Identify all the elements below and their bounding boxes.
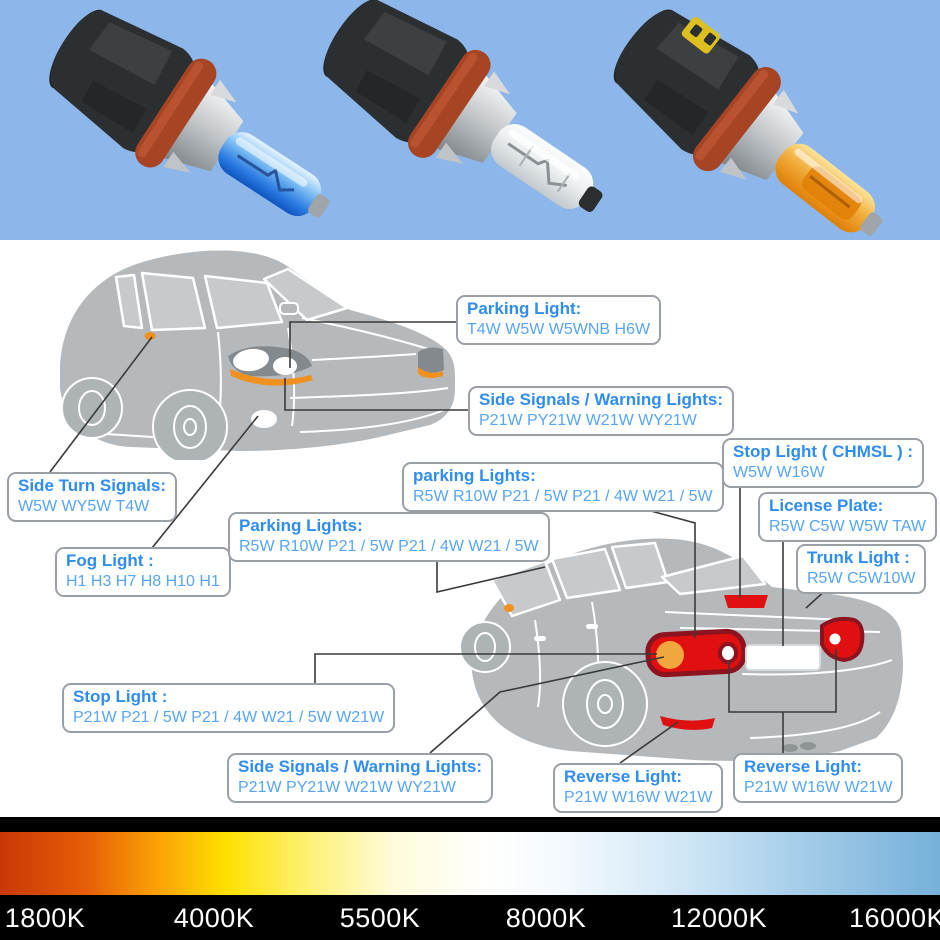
exhaust-pipe bbox=[782, 744, 798, 752]
temp-label-16000k: 16000K bbox=[848, 903, 940, 933]
callout-value: R5W R10W P21 / 5W P21 / 4W W21 / 5W bbox=[413, 487, 713, 505]
temperature-gradient-bar bbox=[0, 832, 940, 895]
bumper-reflector bbox=[660, 716, 715, 730]
far-headlight-cluster bbox=[418, 347, 444, 379]
car-front-view-illustration bbox=[60, 250, 455, 460]
callout-value: W5W W16W bbox=[733, 463, 825, 481]
callout-value: T4W W5W W5WNB H6W bbox=[467, 320, 651, 338]
callout-value: P21W PY21W W21W WY21W bbox=[238, 778, 456, 796]
front-side-marker bbox=[144, 332, 156, 340]
callout-title: Trunk Light : bbox=[807, 548, 910, 567]
reverse-bulb-right bbox=[829, 633, 841, 645]
headlight-cluster bbox=[228, 346, 313, 386]
callout-value: P21W W16W W21W bbox=[564, 788, 713, 806]
callout-side-signals-rear: Side Signals / Warning Lights: P21W PY21… bbox=[227, 753, 493, 804]
callout-title: Parking Light: bbox=[467, 299, 582, 318]
bulbs-hero-banner bbox=[0, 0, 940, 240]
callout-title: parking Lights: bbox=[413, 466, 536, 485]
callout-title: Reverse Light: bbox=[564, 767, 683, 786]
side-mirror bbox=[279, 302, 299, 315]
callout-title: Stop Light : bbox=[73, 687, 168, 706]
front-turn-signal-strip bbox=[230, 369, 313, 386]
callout-license-plate: License Plate: R5W C5W W5W TAW bbox=[758, 492, 938, 543]
color-temperature-scale: 1800K 4000K 5500K 8000K 12000K 16000K bbox=[0, 817, 940, 940]
front-wheels bbox=[61, 377, 228, 460]
door-handle bbox=[534, 636, 546, 641]
callout-trunk-light: Trunk Light : R5W C5W10W bbox=[796, 544, 927, 595]
callout-title: Reverse Light: bbox=[744, 757, 863, 776]
temp-label-1800k: 1800K bbox=[4, 903, 86, 933]
callout-title: Stop Light ( CHMSL ) : bbox=[733, 442, 914, 461]
amber-halogen-bulb-icon bbox=[613, 9, 883, 236]
car-lights-diagram: Parking Light: T4W W5W W5WNB H6W Side Si… bbox=[0, 240, 940, 817]
callout-title: Fog Light : bbox=[66, 551, 154, 570]
callout-reverse-light-right: Reverse Light: P21W W16W W21W bbox=[733, 753, 904, 804]
callout-stop-light-chmsl: Stop Light ( CHMSL ) : W5W W16W bbox=[722, 438, 925, 489]
left-tail-light bbox=[645, 628, 747, 678]
callout-fog-light: Fog Light : H1 H3 H7 H8 H10 H1 bbox=[55, 547, 231, 598]
callout-leader-lines bbox=[49, 321, 837, 764]
callout-side-turn-signals: Side Turn Signals: W5W WY5W T4W bbox=[7, 472, 177, 523]
rear-wheels bbox=[459, 621, 648, 747]
halogen-bulbs-illustration bbox=[49, 0, 883, 236]
temp-label-12000k: 12000K bbox=[670, 903, 768, 933]
fog-light-lamp bbox=[251, 410, 277, 428]
callout-parking-lights-lower: Parking Lights: R5W R10W P21 / 5W P21 / … bbox=[228, 512, 550, 563]
callout-stop-light-rear: Stop Light : P21W P21 / 5W P21 / 4W W21 … bbox=[62, 683, 396, 734]
callout-title: Parking Lights: bbox=[239, 516, 363, 535]
callout-value: P21W P21 / 5W P21 / 4W W21 / 5W W21W bbox=[73, 708, 385, 726]
callout-value: R5W R10W P21 / 5W P21 / 4W W21 / 5W bbox=[239, 537, 539, 555]
callout-value: R5W C5W W5W TAW bbox=[769, 517, 927, 535]
chmsl-stop-light bbox=[724, 595, 768, 608]
temp-label-4000k: 4000K bbox=[173, 903, 255, 933]
callout-value: P21W PY21W W21W WY21W bbox=[479, 411, 697, 429]
callout-value: W5W WY5W T4W bbox=[18, 497, 150, 515]
callout-side-signals-front: Side Signals / Warning Lights: P21W PY21… bbox=[468, 386, 734, 437]
rear-side-marker bbox=[504, 604, 514, 612]
reverse-bulb-left bbox=[718, 642, 738, 664]
callout-title: Side Signals / Warning Lights: bbox=[479, 390, 723, 409]
door-handle bbox=[586, 624, 598, 629]
blue-halogen-bulb-icon bbox=[49, 9, 330, 218]
callout-parking-light-front: Parking Light: T4W W5W W5WNB H6W bbox=[456, 295, 662, 346]
callout-title: License Plate: bbox=[769, 496, 884, 515]
temp-label-5500k: 5500K bbox=[339, 903, 421, 933]
clear-halogen-bulb-icon bbox=[323, 0, 603, 212]
callout-reverse-light-center: Reverse Light: P21W W16W W21W bbox=[553, 763, 724, 814]
temp-label-8000k: 8000K bbox=[505, 903, 587, 933]
callout-value: P21W W16W W21W bbox=[744, 778, 893, 796]
callout-title: Side Turn Signals: bbox=[18, 476, 166, 495]
car-front-windows bbox=[114, 267, 349, 332]
callout-value: R5W C5W10W bbox=[807, 569, 916, 587]
callout-parking-lights-upper: parking Lights: R5W R10W P21 / 5W P21 / … bbox=[402, 462, 724, 513]
callout-title: Side Signals / Warning Lights: bbox=[238, 757, 482, 776]
right-tail-light bbox=[820, 616, 865, 663]
callout-value: H1 H3 H7 H8 H10 H1 bbox=[66, 572, 220, 590]
exhaust-pipe bbox=[800, 742, 816, 750]
